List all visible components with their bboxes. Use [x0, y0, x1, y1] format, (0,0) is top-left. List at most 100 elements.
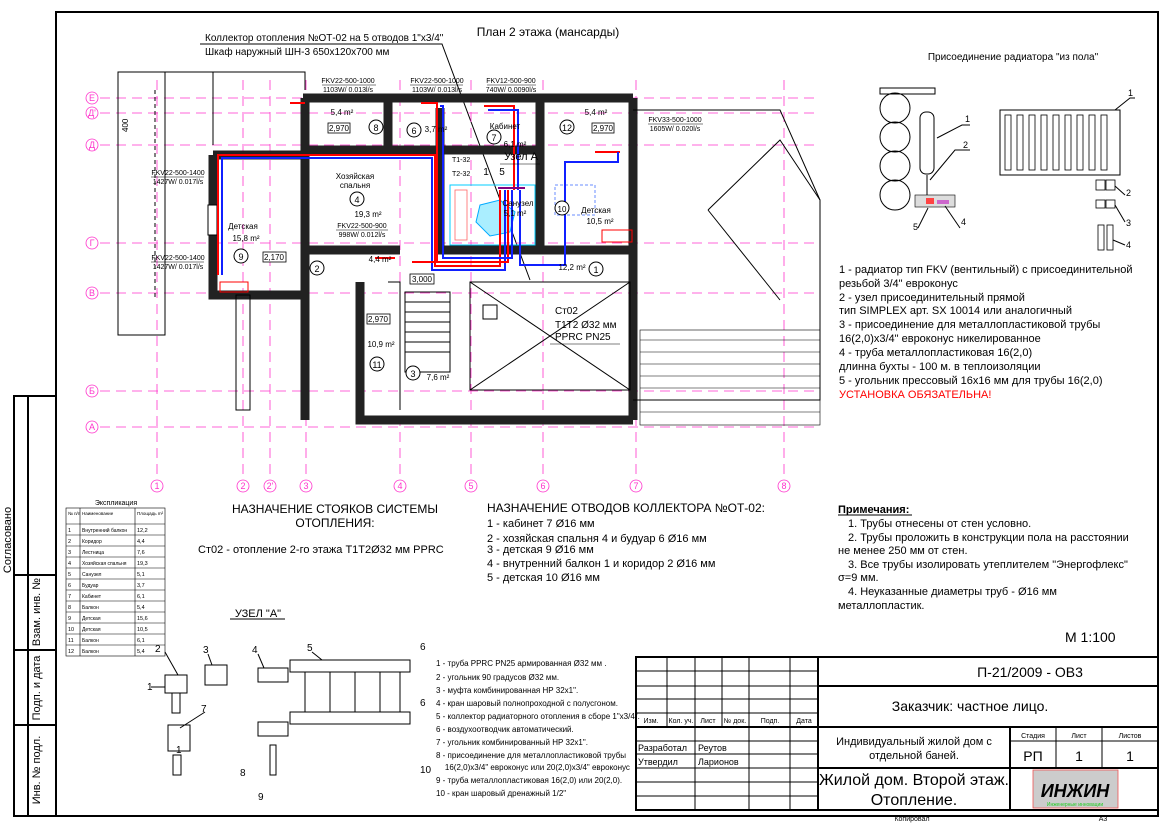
- table-cell: Внутренний балкон: [82, 527, 127, 534]
- svg-text:Дата: Дата: [796, 718, 812, 725]
- svg-text:σ=9 мм.: σ=9 мм.: [838, 572, 879, 584]
- floor-plan-walls: [117, 71, 821, 426]
- svg-text:5,4 m²: 5,4 m²: [585, 108, 608, 117]
- svg-text:10,5 m²: 10,5 m²: [586, 217, 613, 226]
- svg-text:Д: Д: [89, 140, 95, 150]
- svg-text:1: 1: [176, 745, 182, 756]
- collector-label-2: Шкаф наружный ШН-3 650х120х700 мм: [205, 46, 390, 58]
- svg-text:5: 5: [307, 643, 313, 654]
- table-cell: 10,5: [137, 627, 148, 633]
- svg-text:4: 4: [1126, 240, 1131, 250]
- table-cell: 4,4: [137, 539, 145, 545]
- table-cell: Коридор: [82, 539, 102, 545]
- svg-text:740W/ 0.0090l/s: 740W/ 0.0090l/s: [486, 87, 537, 94]
- radiator-front-view: 1 2 3 4: [999, 88, 1135, 251]
- svg-text:№ док.: № док.: [724, 718, 746, 725]
- svg-text:2: 2: [963, 140, 968, 150]
- svg-text:не менее 250 мм от стен.: не менее 250 мм от стен.: [838, 545, 968, 557]
- svg-text:7 - угольник комбинированный Н: 7 - угольник комбинированный НР 32х1".: [436, 738, 588, 747]
- svg-text:10 - кран шаровый дренажный 1/: 10 - кран шаровый дренажный 1/2": [436, 789, 566, 798]
- table-cell: Балкон: [82, 638, 99, 644]
- riser-label: Ст02 Т1Т2 Ø32 мм PPRC PN25: [550, 306, 620, 345]
- table-cell: 8: [68, 605, 71, 611]
- svg-text:8 - присоединение для металлоп: 8 - присоединение для металлопластиковой…: [436, 751, 626, 760]
- svg-text:4: 4: [397, 481, 402, 491]
- svg-text:2: 2: [240, 481, 245, 491]
- table-cell: 5: [68, 572, 71, 578]
- svg-text:FKV22-500-1400: FKV22-500-1400: [151, 255, 204, 262]
- svg-text:3: 3: [410, 369, 415, 379]
- table-cell: 11: [68, 638, 74, 644]
- svg-text:10: 10: [558, 205, 567, 214]
- svg-text:4: 4: [961, 217, 966, 227]
- svg-text:Кол. уч.: Кол. уч.: [669, 718, 694, 725]
- svg-text:Подп.: Подп.: [761, 718, 780, 725]
- svg-text:8: 8: [373, 123, 378, 133]
- svg-text:1427W/ 0.017l/s: 1427W/ 0.017l/s: [153, 264, 204, 271]
- collector-label-1: Коллектор отопления №ОТ-02 на 5 отводов …: [205, 33, 444, 44]
- svg-text:НАЗНАЧЕНИЕ ОТВОДОВ КОЛЛЕКТОРА: НАЗНАЧЕНИЕ ОТВОДОВ КОЛЛЕКТОРА №ОТ-02:: [487, 501, 765, 515]
- dim-400: 400: [121, 118, 130, 132]
- table-cell: 3,7: [137, 583, 145, 589]
- svg-text:8: 8: [781, 481, 786, 491]
- table-cell: Санузел: [82, 572, 102, 578]
- svg-text:3,000: 3,000: [412, 275, 433, 284]
- svg-text:7,6 m²: 7,6 m²: [427, 373, 450, 382]
- room-labels: 5,4 m² 2,970 8 6 3,7 m² Кабинет 7 6,1 m²…: [228, 108, 615, 382]
- table-cell: Хозяйская спальня: [82, 560, 127, 567]
- svg-text:отдельной баней.: отдельной баней.: [869, 750, 959, 762]
- svg-text:тип SIMPLEX арт. SX 10014 или: тип SIMPLEX арт. SX 10014 или аналогичны…: [839, 305, 1072, 317]
- svg-text:Реутов: Реутов: [698, 743, 727, 753]
- table-cell: Балкон: [82, 605, 99, 611]
- table-cell: 3: [68, 550, 71, 556]
- svg-text:1: 1: [147, 682, 153, 693]
- svg-text:9: 9: [258, 792, 264, 803]
- svg-text:6 - воздухоотводчик автоматиче: 6 - воздухоотводчик автоматический.: [436, 725, 574, 734]
- svg-text:FKV22-500-1000: FKV22-500-1000: [321, 78, 374, 85]
- table-cell: 6: [68, 583, 71, 589]
- table-cell: Детская: [82, 627, 101, 633]
- svg-text:2,970: 2,970: [329, 124, 350, 133]
- svg-text:FKV12-500-900: FKV12-500-900: [486, 78, 536, 85]
- svg-text:2. Трубы проложить в конструкц: 2. Трубы проложить в конструкции пола на…: [848, 532, 1129, 544]
- svg-text:12,2 m²: 12,2 m²: [558, 263, 585, 272]
- svg-text:Разработал: Разработал: [638, 743, 687, 753]
- svg-text:Б: Б: [89, 386, 95, 396]
- svg-text:2 - узел присоединительный пря: 2 - узел присоединительный прямой: [839, 292, 1025, 304]
- svg-text:7: 7: [633, 481, 638, 491]
- svg-text:4: 4: [252, 645, 258, 656]
- node-a-drawing: 1 2 3 4 5 6 6 7 1 8 9 10: [147, 642, 432, 803]
- stamp-replace-inv: Взам. инв. №: [31, 578, 43, 646]
- svg-text:1: 1: [1126, 748, 1134, 764]
- radiator-connection-notes: 1 - радиатор тип FKV (вентильный) с прис…: [839, 264, 1133, 401]
- svg-text:5: 5: [468, 481, 473, 491]
- svg-text:3: 3: [303, 481, 308, 491]
- stamp-sign-date: Подп. и дата: [31, 655, 43, 721]
- svg-text:4 - внутренний балкон 1 и кори: 4 - внутренний балкон 1 и коридор 2 Ø16 …: [487, 558, 715, 570]
- node-a-marker: T1-32 T2-32 Узел А 1 5: [452, 151, 540, 178]
- table-cell: 7: [68, 594, 71, 600]
- table-cell: Кабинет: [82, 594, 102, 600]
- svg-text:4 - кран шаровый полнопроходно: 4 - кран шаровый полнопроходной с полусг…: [436, 699, 618, 708]
- table-cell: Детская: [82, 616, 101, 622]
- svg-text:Стадия: Стадия: [1021, 733, 1045, 740]
- svg-text:1103W/ 0.013l/s: 1103W/ 0.013l/s: [323, 87, 374, 94]
- svg-text:2,970: 2,970: [368, 315, 389, 324]
- svg-text:16(2,0)x3/4" евроконус никелир: 16(2,0)x3/4" евроконус никелированное: [839, 333, 1041, 345]
- svg-text:Хозяйская: Хозяйская: [336, 172, 375, 181]
- radiator-connection-title: Присоединение радиатора "из пола": [928, 52, 1099, 63]
- svg-text:Детская: Детская: [228, 222, 258, 231]
- svg-text:Ст02 - отопление 2-го этажа Т1: Ст02 - отопление 2-го этажа Т1Т2Ø32 мм P…: [198, 544, 444, 556]
- svg-text:T2-32: T2-32: [452, 171, 470, 178]
- svg-text:FKV22-500-1000: FKV22-500-1000: [410, 78, 463, 85]
- svg-text:1103W/ 0.013l/s: 1103W/ 0.013l/s: [412, 87, 463, 94]
- svg-text:Утвердил: Утвердил: [638, 757, 678, 767]
- svg-text:Инженерные инновации: Инженерные инновации: [1047, 802, 1103, 808]
- node-a-legend: 1 - труба PPRC PN25 армированная Ø32 мм …: [436, 659, 640, 798]
- svg-text:5,4 m²: 5,4 m²: [331, 108, 354, 117]
- svg-text:ОТОПЛЕНИЯ:: ОТОПЛЕНИЯ:: [295, 516, 374, 530]
- svg-text:4 - труба металлопластиковая 1: 4 - труба металлопластиковая 16(2,0): [839, 347, 1032, 359]
- heating-pipes: [217, 102, 633, 293]
- svg-text:5: 5: [499, 167, 505, 178]
